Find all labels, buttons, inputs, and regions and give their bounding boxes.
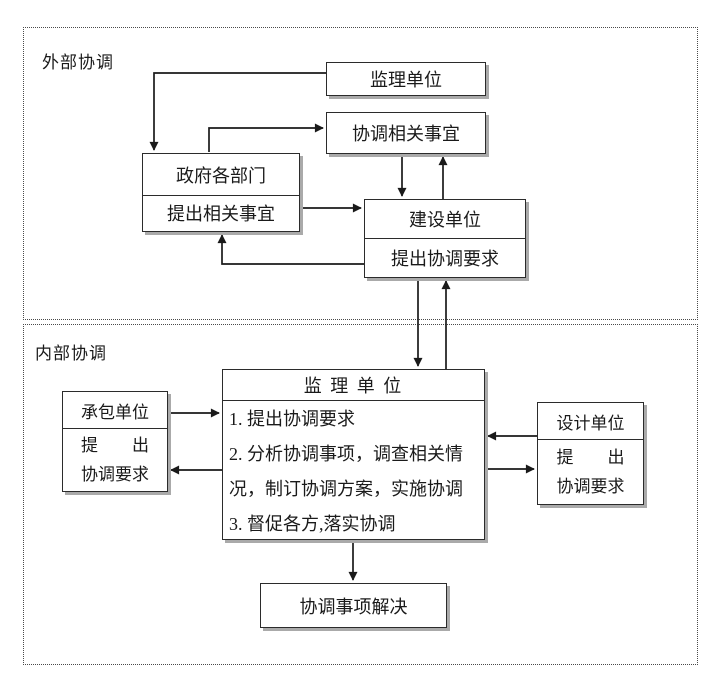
contractor-box: 承包单位 提 出 协调要求 <box>62 391 168 492</box>
contractor-subtitle-line2: 协调要求 <box>81 464 149 484</box>
coordinate-matters-box: 协调相关事宜 <box>326 112 486 154</box>
resolved-title: 协调事项解决 <box>299 596 408 617</box>
government-subtitle: 提出相关事宜 <box>167 204 275 224</box>
government-box: 政府各部门 提出相关事宜 <box>142 153 300 232</box>
designer-subtitle-line1: 提 出 <box>556 447 625 467</box>
task-item-2: 2. 分析协调事项，调查相关情况，制订协调方案，实施协调 <box>229 444 463 499</box>
government-title: 政府各部门 <box>143 154 299 196</box>
designer-title: 设计单位 <box>538 403 643 440</box>
construction-subtitle: 提出协调要求 <box>391 248 499 269</box>
construction-title: 建设单位 <box>365 200 525 239</box>
supervisor-external-box: 监理单位 <box>326 62 486 96</box>
internal-section-label: 内部协调 <box>35 344 107 363</box>
task-item-1: 1. 提出协调要求 <box>229 409 355 429</box>
supervisor-external-title: 监理单位 <box>370 70 442 90</box>
resolved-box: 协调事项解决 <box>260 583 447 628</box>
designer-subtitle-line2: 协调要求 <box>556 476 625 496</box>
construction-box: 建设单位 提出协调要求 <box>364 199 526 278</box>
coordinate-matters-title: 协调相关事宜 <box>352 124 460 144</box>
designer-box: 设计单位 提 出 协调要求 <box>537 402 644 505</box>
task-item-3: 3. 督促各方,落实协调 <box>229 514 396 534</box>
contractor-title: 承包单位 <box>63 392 167 429</box>
supervisor-internal-box: 监 理 单 位 1. 提出协调要求 2. 分析协调事项，调查相关情况，制订协调方… <box>222 369 485 540</box>
contractor-subtitle: 提 出 协调要求 <box>63 429 167 490</box>
contractor-subtitle-line1: 提 出 <box>81 435 149 455</box>
internal-coordination-section <box>23 324 698 665</box>
supervisor-internal-task-list: 1. 提出协调要求 2. 分析协调事项，调查相关情况，制订协调方案，实施协调 3… <box>223 401 484 542</box>
designer-subtitle: 提 出 协调要求 <box>538 440 643 503</box>
external-section-label: 外部协调 <box>42 53 114 72</box>
supervisor-internal-title: 监 理 单 位 <box>223 370 484 401</box>
external-coordination-section <box>23 27 698 320</box>
